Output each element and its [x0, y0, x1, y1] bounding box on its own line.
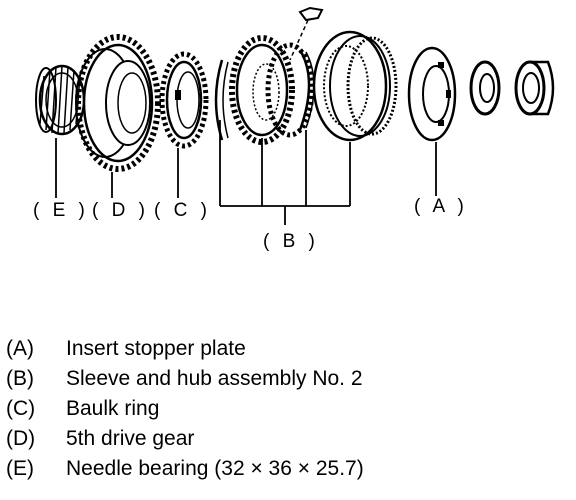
callout-c: ( C )	[154, 200, 211, 221]
callout-b: ( B )	[263, 231, 319, 252]
legend-row-c: (C) Baulk ring	[6, 394, 566, 424]
washer-part	[469, 60, 501, 116]
callout-a: ( A )	[414, 196, 468, 217]
legend-row-a: (A) Insert stopper plate	[6, 334, 566, 364]
legend: (A) Insert stopper plate (B) Sleeve and …	[6, 334, 566, 484]
insert-stopper-plate-part	[407, 46, 457, 142]
legend-key: (B)	[6, 367, 34, 390]
drive-gear-part	[75, 34, 161, 172]
legend-text: 5th drive gear	[66, 427, 195, 450]
legend-row-d: (D) 5th drive gear	[6, 424, 566, 454]
legend-key: (A)	[6, 337, 34, 360]
callout-e: ( E )	[33, 200, 89, 221]
sleeve-hub-assembly-part	[214, 6, 398, 145]
legend-row-e: (E) Needle bearing (32 × 36 × 25.7)	[6, 454, 566, 484]
legend-text: Insert stopper plate	[66, 337, 246, 360]
exploded-gear-diagram: ( E ) ( D ) ( C ) ( A ) ( B )	[33, 6, 555, 252]
legend-key: (C)	[6, 397, 36, 420]
legend-key: (E)	[6, 457, 34, 480]
legend-text: Baulk ring	[66, 397, 160, 420]
leader-lines	[55, 120, 437, 225]
callout-d: ( D )	[92, 200, 149, 221]
diagram-drawing	[35, 6, 555, 225]
race-part	[514, 60, 555, 116]
legend-text: Needle bearing (32 × 36 × 25.7)	[66, 457, 364, 480]
baulk-ring-part	[159, 51, 209, 149]
legend-text: Sleeve and hub assembly No. 2	[66, 367, 363, 390]
legend-row-b: (B) Sleeve and hub assembly No. 2	[6, 364, 566, 394]
legend-key: (D)	[6, 427, 36, 450]
